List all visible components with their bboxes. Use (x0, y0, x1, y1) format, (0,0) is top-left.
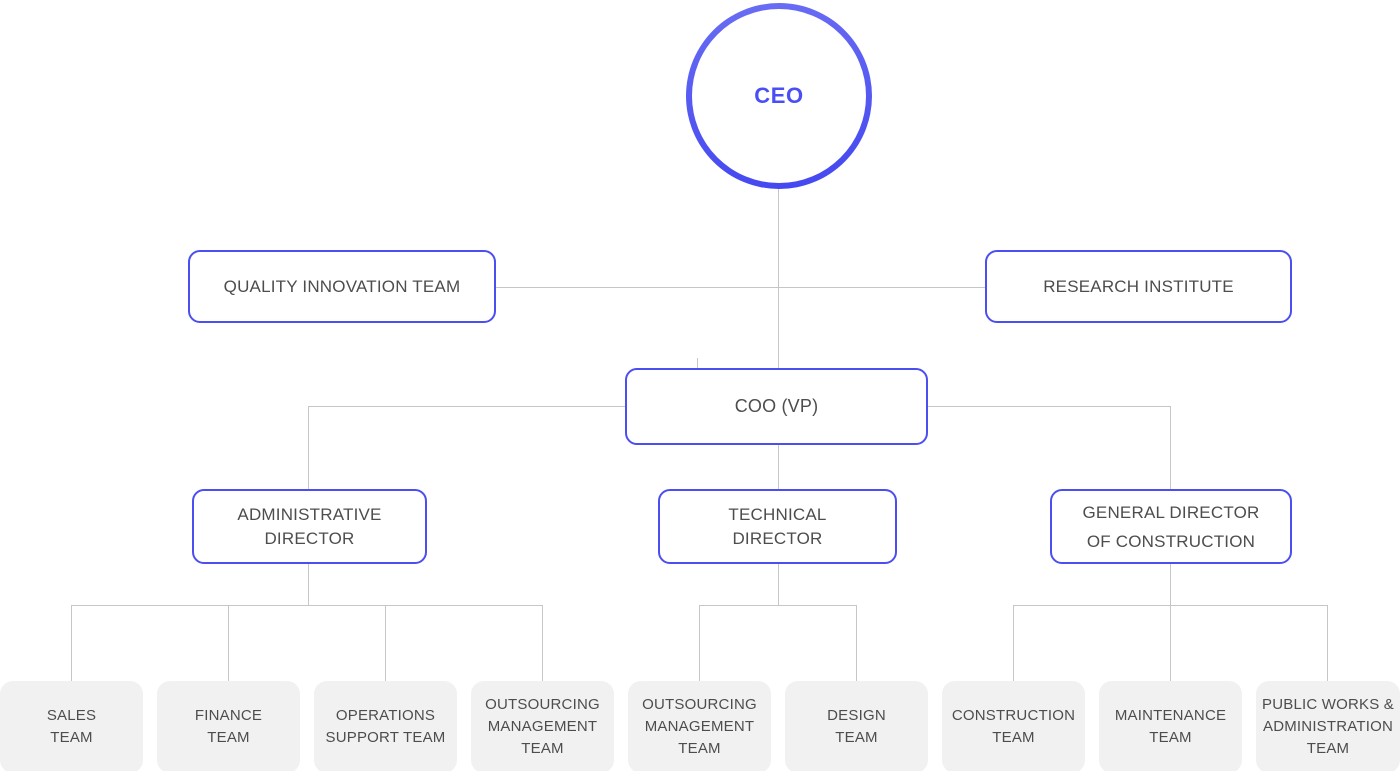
connector-technical-down (778, 564, 779, 605)
node-sales-team: SALES TEAM (0, 681, 143, 771)
design-team-label: DESIGN TEAM (827, 707, 886, 746)
ceo-label: CEO (754, 83, 804, 108)
node-coo: COO (VP) (625, 368, 928, 445)
node-outsourcing-management-team-2: OUTSOURCING MANAGEMENT TEAM (628, 681, 771, 771)
connector-coo-right-rail (928, 406, 1171, 407)
operations-support-team-label: OPERATIONS SUPPORT TEAM (325, 707, 446, 746)
connector-stub-coo-top (697, 358, 698, 368)
connector-general-down (1170, 564, 1171, 605)
construction-team-label: CONSTRUCTION TEAM (951, 707, 1076, 746)
node-outsourcing-management-team-1: OUTSOURCING MANAGEMENT TEAM (471, 681, 614, 771)
sales-team-label: SALES TEAM (46, 707, 97, 746)
connector-drop-outsourcing-team-1 (542, 605, 543, 681)
research-institute-label: RESEARCH INSTITUTE (1043, 276, 1234, 296)
finance-team-label: FINANCE TEAM (194, 707, 263, 746)
node-finance-team: FINANCE TEAM (157, 681, 300, 771)
node-quality-innovation-team: QUALITY INNOVATION TEAM (188, 250, 496, 323)
connector-drop-operations-support-team (385, 605, 386, 681)
coo-label: COO (VP) (734, 396, 819, 416)
node-administrative-director: ADMINISTRATIVE DIRECTOR (192, 489, 427, 564)
node-public-works-administration-team: PUBLIC WORKS & ADMINISTRATION TEAM (1256, 681, 1400, 771)
connector-drop-finance-team (228, 605, 229, 681)
connector-drop-design-team (856, 605, 857, 681)
node-design-team: DESIGN TEAM (785, 681, 928, 771)
node-research-institute: RESEARCH INSTITUTE (985, 250, 1292, 323)
outsourcing-management-team-1-label: OUTSOURCING MANAGEMENT TEAM (485, 696, 600, 757)
connector-drop-general-director (1170, 406, 1171, 489)
connector-administrative-down (308, 564, 309, 605)
connector-drop-sales-team (71, 605, 72, 681)
node-technical-director: TECHNICAL DIRECTOR (658, 489, 897, 564)
connector-drop-public-works-team (1327, 605, 1328, 681)
node-construction-team: CONSTRUCTION TEAM (942, 681, 1085, 771)
outsourcing-management-team-2-label: OUTSOURCING MANAGEMENT TEAM (642, 696, 757, 757)
connector-drop-outsourcing-team-2 (699, 605, 700, 681)
quality-innovation-team-label: QUALITY INNOVATION TEAM (223, 276, 461, 296)
connector-coo-left-rail (308, 406, 625, 407)
connector-drop-administrative-director (308, 406, 309, 489)
connector-administrative-rail (71, 605, 543, 606)
node-operations-support-team: OPERATIONS SUPPORT TEAM (314, 681, 457, 771)
ceo-circle-fill (692, 9, 866, 183)
connector-ceo-to-coo (778, 189, 779, 368)
public-works-administration-team-label: PUBLIC WORKS & ADMINISTRATION TEAM (1262, 696, 1394, 757)
connector-drop-construction-team (1013, 605, 1014, 681)
maintenance-team-label: MAINTENANCE TEAM (1114, 707, 1227, 746)
node-general-director-of-construction: GENERAL DIRECTOR OF CONSTRUCTION (1050, 489, 1292, 564)
connector-advisory-rail (496, 287, 985, 288)
node-maintenance-team: MAINTENANCE TEAM (1099, 681, 1242, 771)
connector-drop-maintenance-team (1170, 605, 1171, 681)
technical-director-label: TECHNICAL DIRECTOR (728, 504, 827, 548)
connector-technical-rail (699, 605, 857, 606)
general-director-label: GENERAL DIRECTOR OF CONSTRUCTION (1082, 502, 1260, 551)
connector-drop-technical-director (778, 445, 779, 489)
node-ceo: CEO (686, 3, 872, 189)
administrative-director-label: ADMINISTRATIVE DIRECTOR (237, 504, 382, 548)
